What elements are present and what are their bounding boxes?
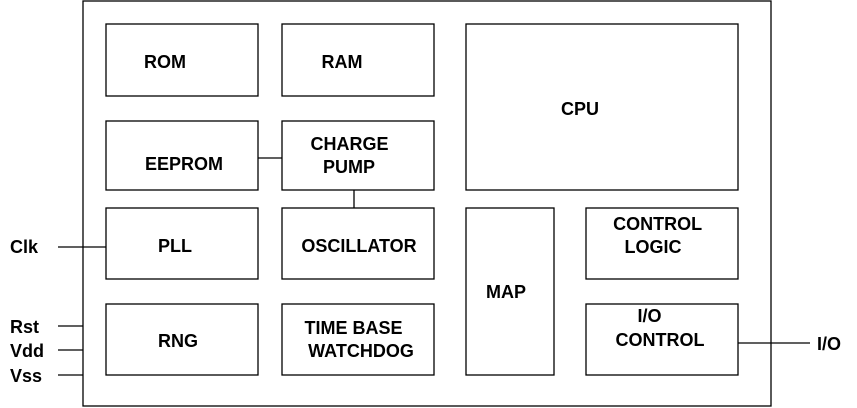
cpu-label: CPU xyxy=(561,99,599,119)
ram-label: RAM xyxy=(322,52,363,72)
time-base-watchdog-label: TIME BASE WATCHDOG xyxy=(304,318,413,361)
io-control-label: I/O CONTROL xyxy=(616,306,705,350)
io-control-block: I/O CONTROL xyxy=(585,303,739,376)
control-logic-label: CONTROL LOGIC xyxy=(613,214,707,257)
rng-label: RNG xyxy=(158,331,198,351)
vss-pin-label: Vss xyxy=(10,366,42,386)
map-block: MAP xyxy=(465,207,555,376)
charge-pump-block: CHARGE PUMP xyxy=(281,120,435,191)
time-base-watchdog-block: TIME BASE WATCHDOG xyxy=(281,303,435,376)
oscillator-block: OSCILLATOR xyxy=(281,207,435,280)
pll-block: PLL xyxy=(105,207,259,280)
clk-pin-label: Clk xyxy=(10,237,39,257)
map-label: MAP xyxy=(486,282,526,302)
charge-pump-label: CHARGE PUMP xyxy=(310,134,393,177)
eeprom-label: EEPROM xyxy=(145,154,223,174)
control-logic-block: CONTROL LOGIC xyxy=(585,207,739,280)
rom-block: ROM xyxy=(105,23,259,97)
eeprom-block: EEPROM xyxy=(105,120,259,191)
rng-block: RNG xyxy=(105,303,259,376)
rom-label: ROM xyxy=(144,52,186,72)
pll-label: PLL xyxy=(158,236,192,256)
ram-block: RAM xyxy=(281,23,435,97)
cpu-block: CPU xyxy=(465,23,739,191)
vdd-pin-label: Vdd xyxy=(10,341,44,361)
rst-pin-label: Rst xyxy=(10,317,39,337)
oscillator-label: OSCILLATOR xyxy=(301,236,416,256)
io-pin-label: I/O xyxy=(817,334,841,354)
